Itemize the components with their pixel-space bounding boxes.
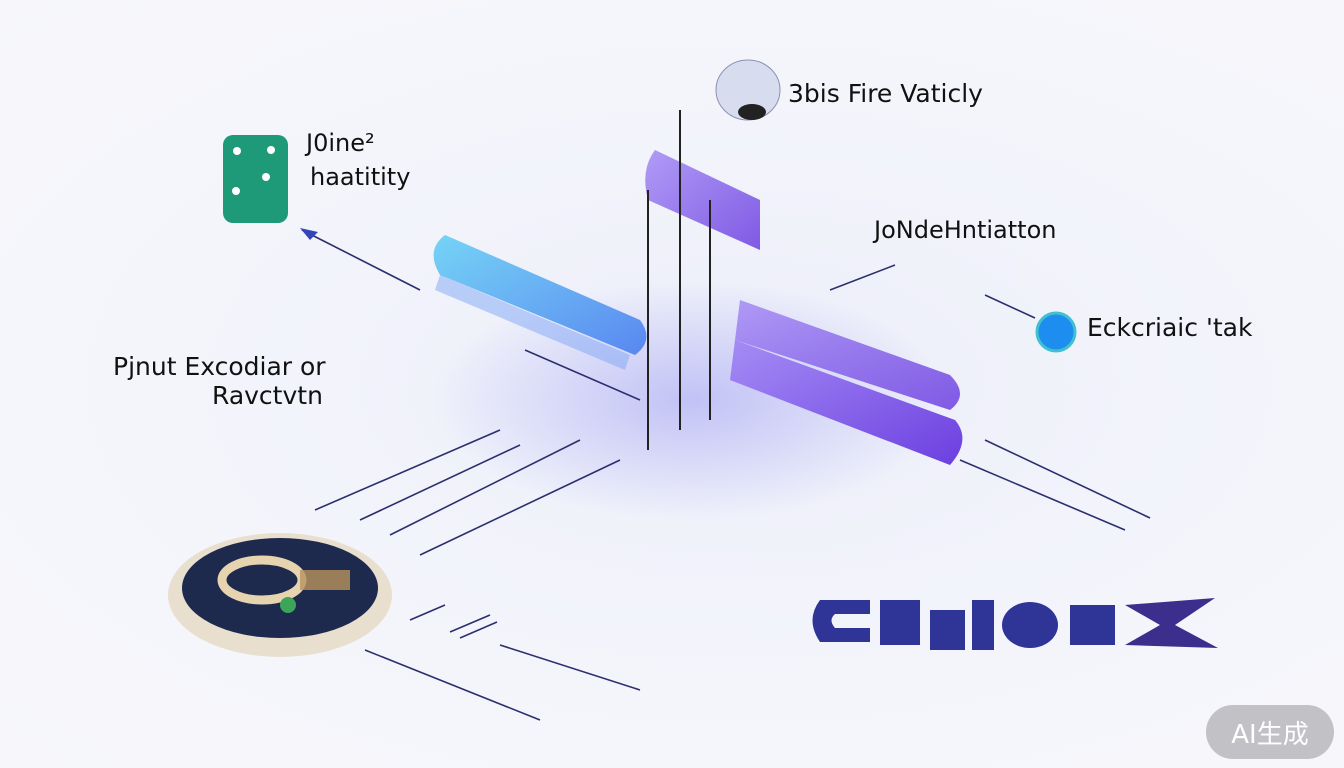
disc-icon bbox=[1035, 311, 1077, 353]
label-middle-right: JoNdeHntiatton bbox=[874, 216, 1057, 244]
camera-icon bbox=[715, 59, 781, 121]
puck-device bbox=[168, 533, 392, 657]
blue-tube bbox=[433, 235, 647, 370]
connector-lines bbox=[301, 229, 1151, 721]
logo bbox=[812, 598, 1218, 650]
rods bbox=[647, 110, 711, 450]
ai-generated-badge: AI生成 bbox=[1206, 705, 1334, 759]
label-right: Eckcriaic 'tak bbox=[1087, 313, 1253, 342]
purple-tube-lower bbox=[730, 300, 963, 465]
label-left-middle-1: Pjnut Excodiar or bbox=[113, 352, 326, 381]
label-top: 3bis Fire Vaticly bbox=[788, 79, 983, 108]
chip-icon bbox=[223, 135, 288, 223]
label-left-top-2: haatitity bbox=[310, 163, 411, 191]
label-left-top-1: J0ine² bbox=[306, 129, 375, 157]
purple-tube-upper bbox=[645, 150, 760, 250]
arrowhead bbox=[300, 228, 318, 240]
label-left-middle-2: Ravctvtn bbox=[212, 381, 323, 410]
